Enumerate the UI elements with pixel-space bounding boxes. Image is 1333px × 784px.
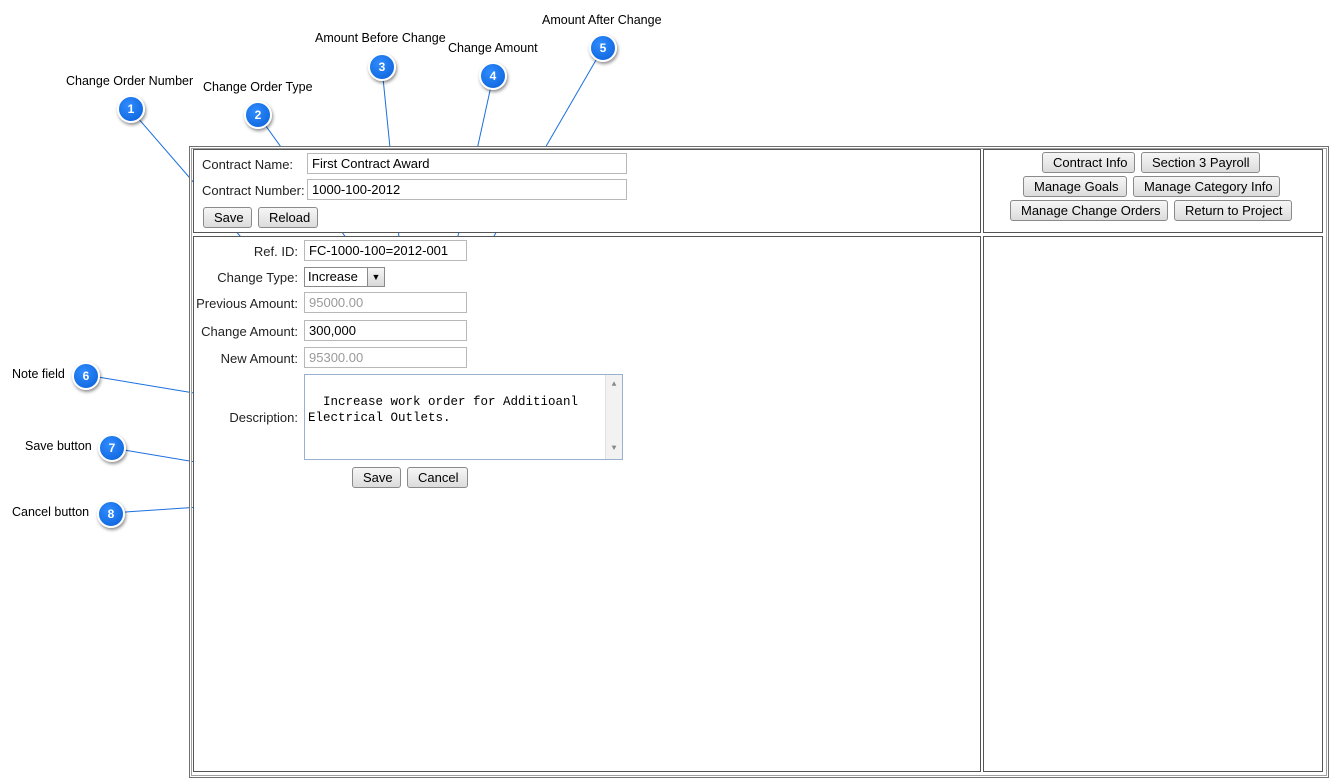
callout-badge-1: 1: [117, 95, 145, 123]
ref-id-field[interactable]: FC-1000-100=2012-001: [304, 240, 467, 261]
manage-category-info-button[interactable]: Manage Category Info: [1133, 176, 1280, 197]
callout-caption-6: Note field: [12, 367, 65, 381]
app-frame: [189, 146, 1329, 778]
contract-save-button[interactable]: Save: [203, 207, 252, 228]
form-cancel-button[interactable]: Cancel: [407, 467, 468, 488]
change-type-select[interactable]: Increase ▼: [304, 267, 385, 287]
return-to-project-button[interactable]: Return to Project: [1174, 200, 1292, 221]
scroll-down-icon[interactable]: ▼: [611, 444, 617, 453]
previous-amount-field: 95000.00: [304, 292, 467, 313]
callout-caption-4: Change Amount: [448, 41, 538, 55]
ref-id-label: Ref. ID:: [253, 244, 298, 259]
callout-caption-2: Change Order Type: [203, 80, 313, 94]
form-save-button[interactable]: Save: [352, 467, 401, 488]
callout-caption-3: Amount Before Change: [315, 31, 446, 45]
description-text: Increase work order for Additioanl Elect…: [308, 395, 579, 425]
change-type-label: Change Type:: [217, 270, 298, 285]
description-textarea[interactable]: Increase work order for Additioanl Elect…: [304, 374, 623, 460]
contract-number-label: Contract Number:: [202, 183, 305, 198]
contract-info-button[interactable]: Contract Info: [1042, 152, 1135, 173]
callout-badge-4: 4: [479, 62, 507, 90]
callout-badge-6: 6: [72, 362, 100, 390]
callout-badge-8: 8: [97, 500, 125, 528]
callout-caption-7: Save button: [25, 439, 92, 453]
contract-name-field[interactable]: First Contract Award: [307, 153, 627, 174]
callout-badge-5: 5: [589, 34, 617, 62]
change-amount-field[interactable]: 300,000: [304, 320, 467, 341]
change-order-form-panel: [193, 236, 981, 772]
callout-badge-2: 2: [244, 101, 272, 129]
contract-reload-button[interactable]: Reload: [258, 207, 318, 228]
textarea-scrollbar[interactable]: ▲ ▼: [605, 375, 622, 459]
description-label: Description:: [229, 410, 298, 425]
manage-goals-button[interactable]: Manage Goals: [1023, 176, 1127, 197]
contract-number-field[interactable]: 1000-100-2012: [307, 179, 627, 200]
callout-caption-5: Amount After Change: [542, 13, 662, 27]
callout-badge-3: 3: [368, 53, 396, 81]
contract-name-label: Contract Name:: [202, 157, 294, 172]
new-amount-label: New Amount:: [220, 351, 298, 366]
chevron-down-icon[interactable]: ▼: [367, 268, 384, 286]
callout-badge-7: 7: [98, 434, 126, 462]
scroll-up-icon[interactable]: ▲: [611, 380, 617, 389]
previous-amount-label: Previous Amount:: [196, 296, 298, 311]
manage-change-orders-button[interactable]: Manage Change Orders: [1010, 200, 1168, 221]
callout-caption-1: Change Order Number: [66, 74, 194, 88]
change-amount-label: Change Amount:: [201, 324, 298, 339]
section3-payroll-button[interactable]: Section 3 Payroll: [1141, 152, 1260, 173]
new-amount-field: 95300.00: [304, 347, 467, 368]
change-type-value: Increase: [308, 269, 358, 284]
side-content-panel: [983, 236, 1323, 772]
callout-caption-8: Cancel button: [12, 505, 90, 519]
